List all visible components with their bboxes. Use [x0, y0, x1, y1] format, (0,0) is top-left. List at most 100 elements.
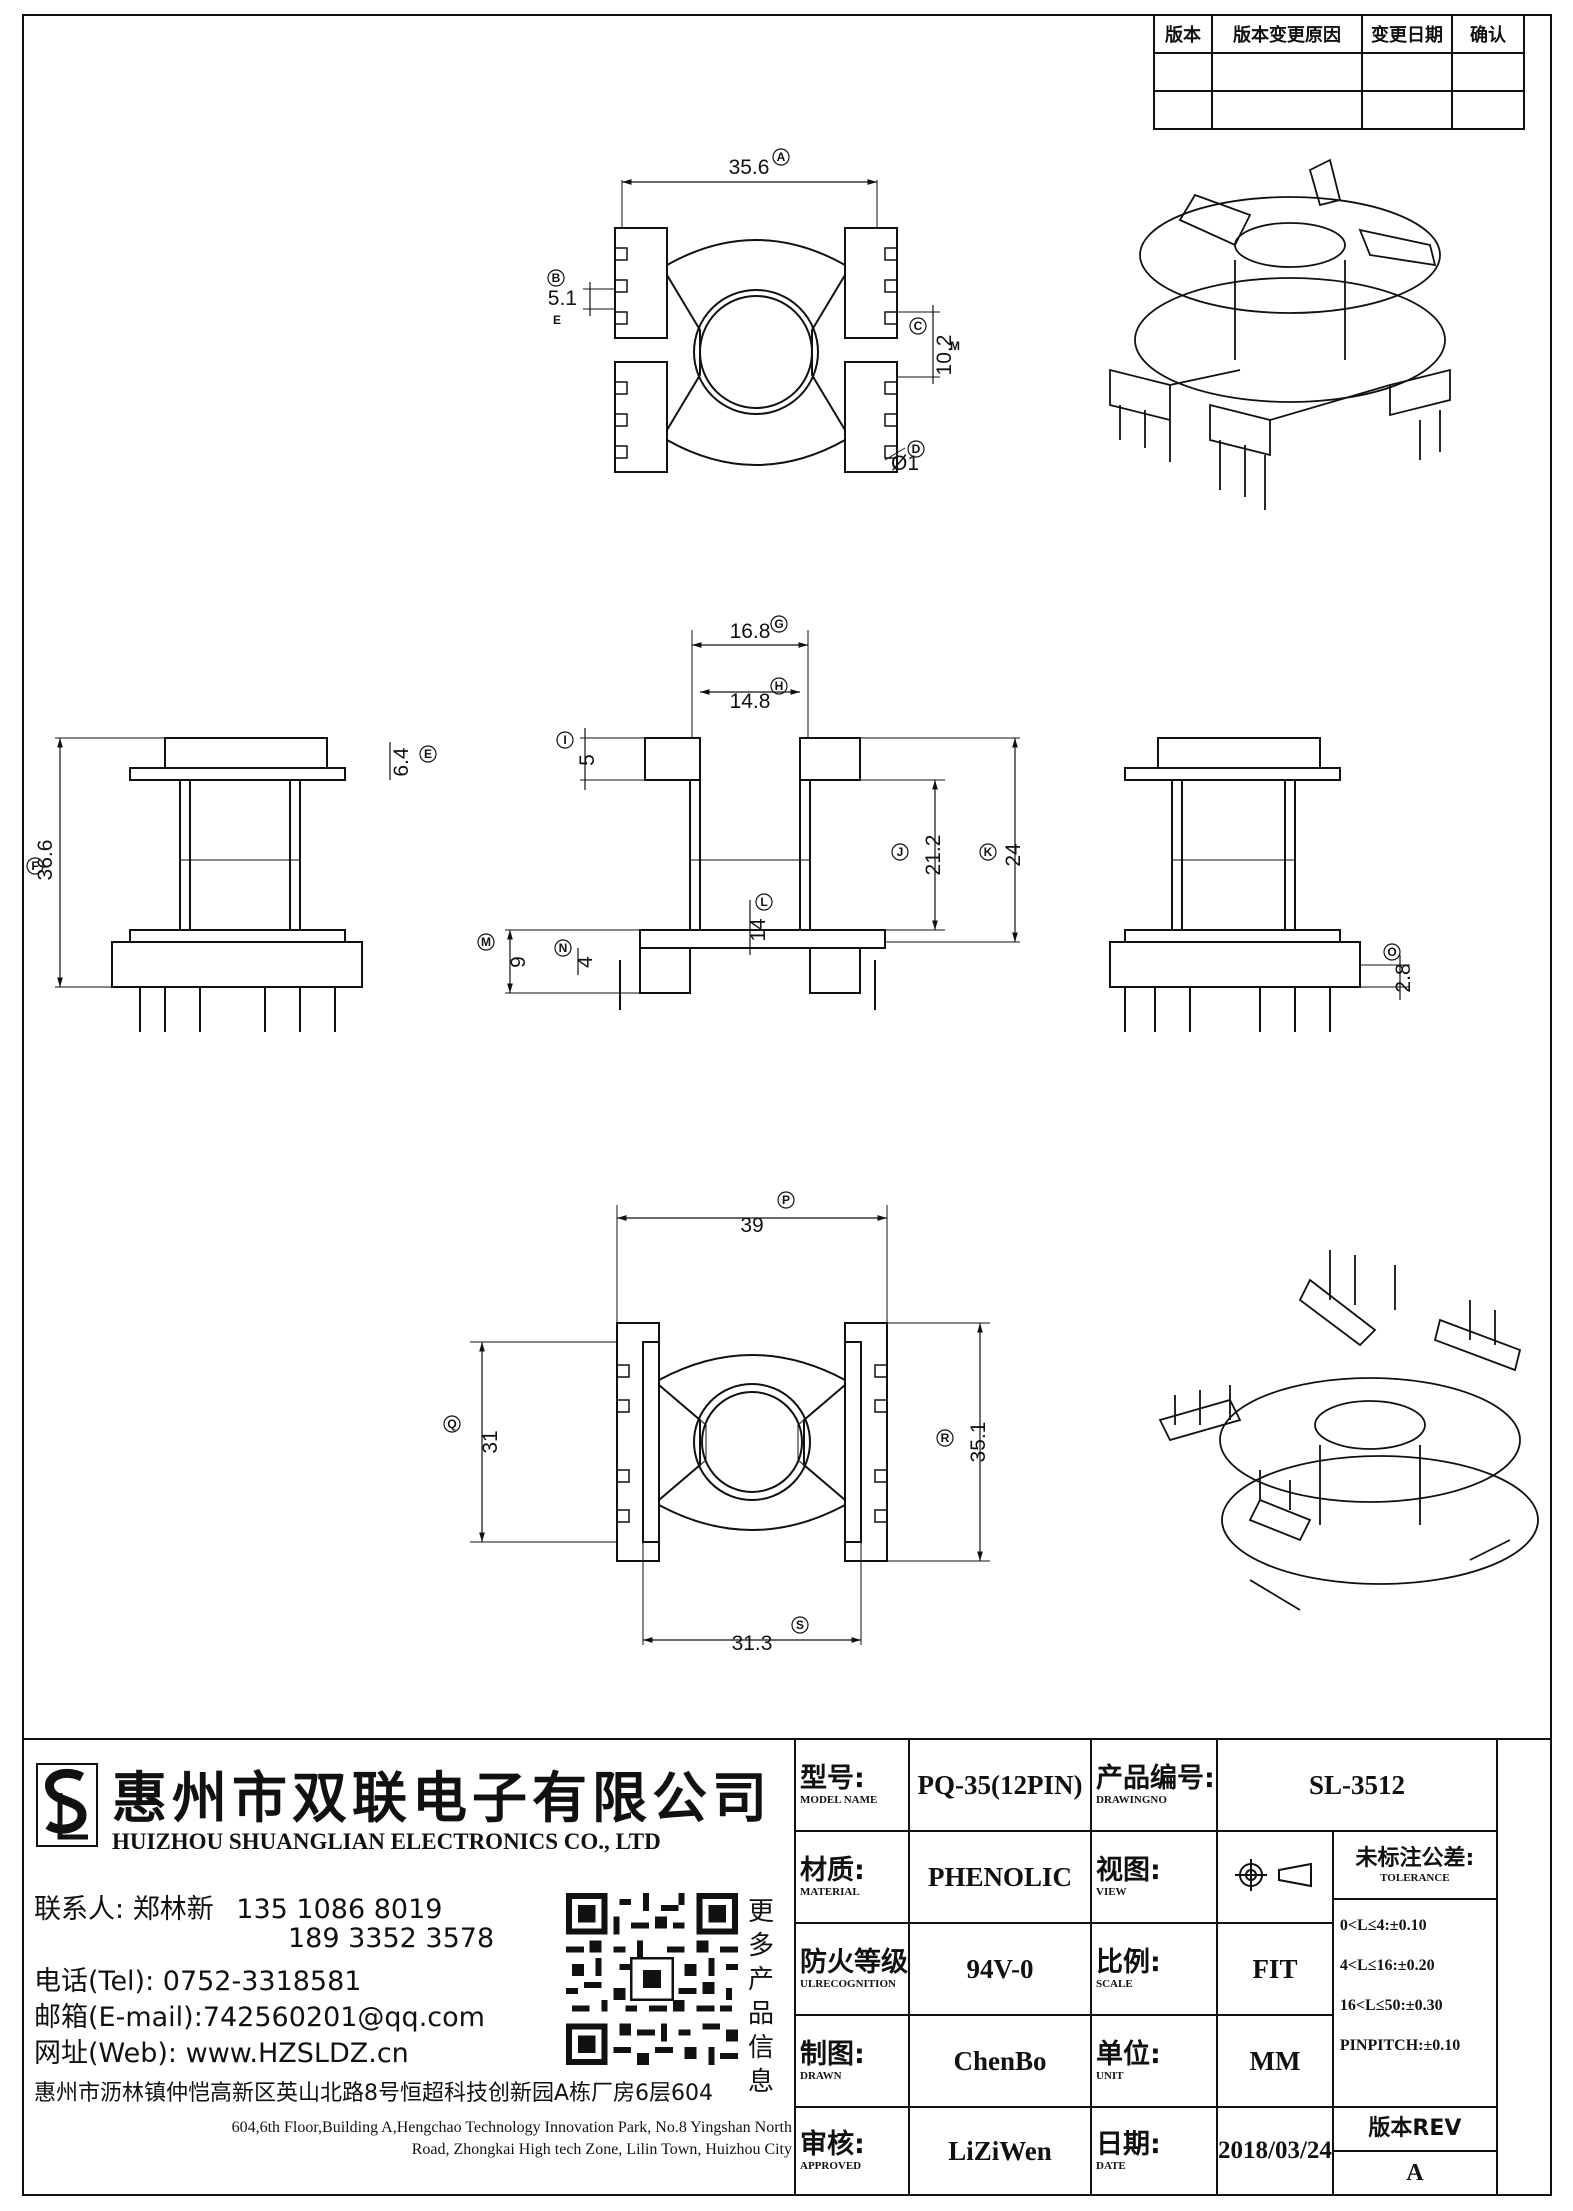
qr-side-char: 息 [748, 2067, 775, 2097]
scale-value: FIT [1216, 1922, 1334, 2016]
rev-cell [1361, 90, 1453, 130]
rev-cell [1361, 52, 1453, 92]
projection-symbol-icon [1216, 1830, 1334, 1924]
scale-key: 比例:SCALE [1090, 1922, 1218, 2016]
qr-side-char: 产 [748, 1965, 775, 1995]
dim-P-value: 39 [740, 1214, 763, 1237]
qr-side-char: 信 [748, 2033, 775, 2063]
qr-code-icon [566, 1893, 738, 2065]
qr-side-char: 品 [748, 1999, 775, 2029]
address-cn: 惠州市沥林镇仲恺高新区英山北路8号恒超科技创新园A栋厂房6层604 [34, 2081, 714, 2106]
dim-L-value: 14 [747, 918, 770, 942]
dim-G-label: G [774, 617, 783, 631]
side-view-right: 2.8 O [1109, 737, 1415, 1032]
unit-value: MM [1216, 2014, 1334, 2108]
tolerance-title: 未标注公差: [1355, 1846, 1475, 1871]
tolerance-row: PINPITCH:±0.10 [1339, 2037, 1461, 2054]
dim-S-value: 31.3 [732, 1632, 773, 1655]
contact-phone-2: 189 3352 3578 [288, 1923, 495, 1954]
top-center-tube-outer [693, 289, 819, 415]
dim-K-value: 24 [1002, 843, 1025, 867]
dim-L-label: L [760, 895, 767, 909]
qr-side-char: 更 [748, 1897, 775, 1927]
contact-person: 联系人: 郑林新 135 1086 8019 [34, 1887, 442, 1926]
dim-P-label: P [782, 1193, 790, 1207]
address-en-line-2: Road, Zhongkai High tech Zone, Lilin Tow… [411, 2141, 792, 2158]
unit-key: 单位:UNIT [1090, 2014, 1218, 2108]
fire-value: 94V-0 [908, 1922, 1092, 2016]
dim-H-value: 14.8 [730, 690, 771, 713]
dim-D-value: Ø1 [891, 452, 919, 475]
isometric-view-bottom [1158, 1250, 1539, 1611]
model-value: PQ-35(12PIN) [908, 1738, 1092, 1832]
dim-G-value: 16.8 [730, 620, 771, 643]
rev-header-version: 版本 [1153, 14, 1213, 54]
date-value: 2018/03/24 [1216, 2106, 1334, 2196]
dim-C-value: 10.2 [933, 335, 956, 376]
company-name-en: HUIZHOU SHUANGLIAN ELECTRONICS CO., LTD [112, 1829, 661, 1854]
approved-value: LiZiWen [908, 2106, 1092, 2196]
drawn-key: 制图:DRAWN [794, 2014, 910, 2108]
dim-J-value: 21.2 [922, 835, 945, 876]
contact-web: 网址(Web): www.HZSLDZ.cn [34, 2038, 409, 2069]
company-name-cn: 惠州市双联电子有限公司 [112, 1766, 773, 1830]
material-value: PHENOLIC [908, 1830, 1092, 1924]
material-key: 材质:MATERIAL [794, 1830, 910, 1924]
title-block [22, 1738, 1552, 2198]
dim-E-mark: E [553, 313, 561, 327]
address-en-line-1: 604,6th Floor,Building A,Hengchao Techno… [231, 2119, 792, 2136]
dim-C-label: C [914, 319, 923, 333]
dim-B-value: 5.1 [548, 287, 577, 310]
revision-table: 版本 版本变更原因 变更日期 确认 [1153, 14, 1525, 130]
contact-phone-1: 135 1086 8019 [236, 1894, 443, 1925]
qr-side-char: 多 [748, 1931, 775, 1961]
rev-cell [1211, 52, 1363, 92]
top-left-lower-block [614, 361, 668, 473]
tolerance-row: 16<L≤50:±0.30 [1339, 1997, 1443, 2014]
rev-header-confirm: 确认 [1451, 14, 1525, 54]
top-left-upper-block [614, 227, 668, 339]
dim-M-label: M [481, 935, 491, 949]
dim-A-label: A [777, 150, 786, 164]
title-info-table: 型号:MODEL NAME PQ-35(12PIN) 产品编号:DRAWINGN… [794, 1738, 1498, 2196]
tolerance-row: 4<L≤16:±0.20 [1339, 1957, 1435, 1974]
dim-I-label: I [563, 733, 566, 747]
isometric-view-top [1109, 158, 1451, 510]
tolerance-row: 0<L≤4:±0.10 [1339, 1917, 1427, 1934]
dim-K-label: K [984, 845, 993, 859]
address-en: 604,6th Floor,Building A,Hengchao Techno… [34, 2117, 792, 2161]
dim-D-label: D [912, 442, 921, 456]
dim-M-mark: M [950, 339, 960, 353]
tolerance-en: TOLERANCE [1380, 1872, 1450, 1884]
dim-N-label: N [559, 941, 568, 955]
rev-cell [1451, 90, 1525, 130]
contact-email: 邮箱(E-mail):742560201@qq.com [34, 2002, 485, 2033]
rev-header-reason: 版本变更原因 [1211, 14, 1363, 54]
bottom-view: 39 P 31 Q 35.1 R 31.3 S [443, 1191, 990, 1655]
dim-Q-label: Q [447, 1417, 456, 1431]
top-view: 35.6 A 5.1 B E 10.2 C M Ø1 D [547, 148, 960, 475]
date-key: 日期:DATE [1090, 2106, 1218, 2196]
qr-side-text: 更 多 产 品 信 息 [748, 1895, 778, 2099]
dim-S-label: S [796, 1618, 804, 1632]
dim-Q-value: 31 [479, 1430, 502, 1453]
drawn-value: ChenBo [908, 2014, 1092, 2108]
dim-A-value: 35.6 [729, 156, 770, 179]
view-key: 视图:VIEW [1090, 1830, 1218, 1924]
dim-O-value: 2.8 [1392, 963, 1415, 992]
contact-name: 郑林新 [132, 1894, 214, 1925]
contact-tel: 电话(Tel): 0752-3318581 [34, 1966, 362, 1997]
dim-N-value: 4 [574, 956, 597, 968]
tolerance-block: 未标注公差: TOLERANCE 0<L≤4:±0.10 4<L≤16:±0.2… [1331, 1830, 1498, 2108]
dim-J-label: J [897, 845, 904, 859]
dim-B-label: B [552, 271, 561, 285]
rev-cell [1451, 52, 1525, 92]
dim-R-label: R [941, 1431, 950, 1445]
drawing-frame [22, 14, 1552, 2196]
dim-E-label: E [424, 747, 432, 761]
drawing-value: SL-3512 [1216, 1738, 1498, 1832]
rev-cell [1153, 90, 1213, 130]
rev-cell [1153, 52, 1213, 92]
rev-label: 版本REV [1333, 2108, 1496, 2152]
